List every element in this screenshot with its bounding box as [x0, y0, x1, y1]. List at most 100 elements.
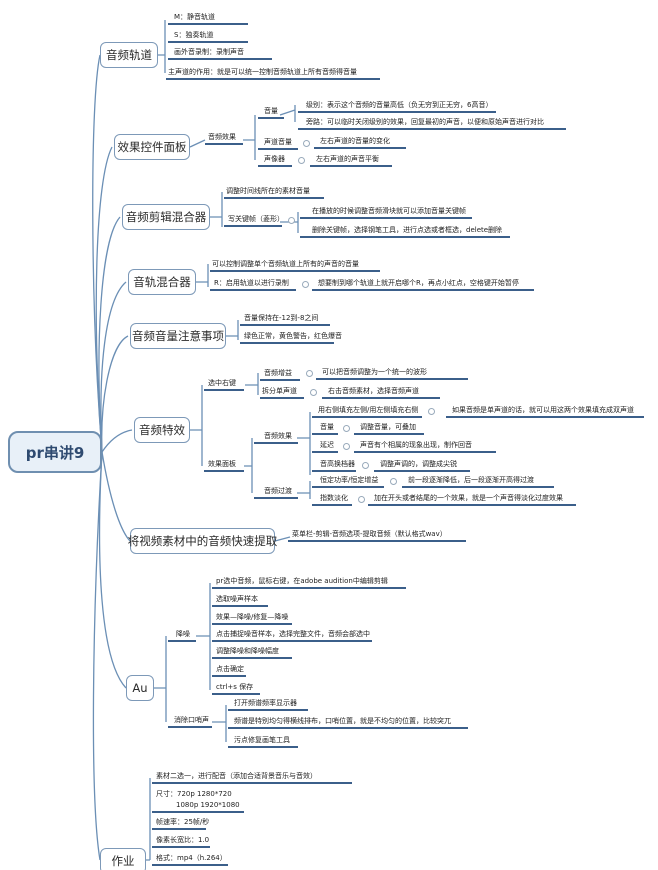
connector-dot: [362, 462, 369, 469]
underline: [298, 128, 566, 130]
underline: [312, 289, 534, 291]
denoise-item: pr选中音频，鼠标右键，在adobe audition中编辑剪辑: [216, 577, 388, 585]
underline: [168, 726, 212, 728]
branch-track-mixer[interactable]: 音轨混合器: [128, 269, 196, 295]
denoise-label: 降噪: [176, 630, 190, 638]
underline: [258, 165, 292, 167]
underline: [354, 433, 424, 435]
denoise-item: 选取噪声样本: [216, 595, 258, 603]
underline: [240, 342, 334, 344]
underline: [204, 470, 244, 472]
underline: [228, 709, 308, 711]
denoise-item: 点击捕捉噪音样本，选择完整文件，音频会部选中: [216, 630, 370, 638]
underline: [312, 433, 338, 435]
underline: [212, 693, 260, 695]
audio-track-item: 主声道的作用：就是可以统一控制音频轨道上所有音频得音量: [168, 68, 357, 76]
extract-audio-desc: 菜单栏-剪辑-音频选项-提取音频（默认格式wav）: [292, 530, 447, 538]
exp-fade-label: 指数淡化: [320, 494, 348, 502]
underline: [312, 416, 422, 418]
underline: [254, 497, 298, 499]
underline: [152, 864, 228, 866]
underline: [166, 78, 380, 80]
split-desc: 右击音频素材，选择音频声道: [328, 387, 419, 395]
denoise-item: 效果—降噪/修复—降噪: [216, 613, 289, 621]
underline: [152, 782, 352, 784]
denoise-item: 点击确定: [216, 665, 244, 673]
fill-desc: 如果音频是单声道的话，就可以用这两个效果填充成双声道: [452, 406, 634, 414]
volume-note-item: 绿色正常，黄色警告，红色爆音: [244, 332, 342, 340]
select-right-label: 选中右键: [208, 379, 236, 387]
underline: [312, 470, 356, 472]
keyframe-item: 删除关键帧，选择钢笔工具，进行点选或者框选，delete删除: [312, 226, 503, 234]
record-desc: 想要制到哪个轨道上就开启哪个R，再点小红点，空格键开始暂停: [318, 279, 519, 287]
denoise-item: ctrl+s 保存: [216, 683, 254, 691]
keyframe-label: 写关键帧（菱形）: [228, 215, 284, 223]
exp-fade-desc: 加在开头或者结尾的一个效果，就是一个声音得淡化过度效果: [374, 494, 563, 502]
branch-extract-audio[interactable]: 将视频素材中的音频快速提取: [128, 528, 277, 554]
effect-controls-sub: 音频效果: [208, 133, 236, 141]
underline: [322, 397, 440, 399]
underline: [212, 623, 292, 625]
denoise-item: 调整降噪和降噪幅度: [216, 647, 279, 655]
clip-mixer-top: 调整时间线所在的素材音量: [226, 187, 310, 195]
underline: [152, 846, 210, 848]
underline: [300, 236, 510, 238]
channel-volume-desc: 左右声道的音量的变化: [320, 137, 390, 145]
audio-track-item: M：静音轨道: [174, 13, 216, 21]
underline: [212, 657, 292, 659]
panner-label: 声像器: [264, 155, 285, 163]
branch-audio-fx[interactable]: 音频特效: [134, 417, 190, 443]
underline: [258, 117, 284, 119]
homework-item: 像素长宽比：1.0: [156, 836, 210, 844]
connector-dot: [343, 425, 350, 432]
underline: [374, 470, 470, 472]
record-label: R：启用轨道以进行录制: [214, 279, 289, 287]
gain-desc: 可以把音频调整为一个统一的波形: [322, 368, 427, 376]
gain-label: 音频增益: [264, 369, 292, 377]
underline: [228, 727, 468, 729]
connector-dot: [390, 478, 397, 485]
underline: [168, 58, 272, 60]
branch-effect-controls[interactable]: 效果控件面板: [114, 134, 190, 160]
underline: [312, 451, 338, 453]
volume-note-item: 音量保持在-12到-8之间: [244, 314, 319, 322]
root-node[interactable]: pr串讲9: [8, 431, 102, 473]
underline: [152, 811, 244, 813]
branch-homework[interactable]: 作业: [100, 848, 146, 870]
underline: [402, 486, 554, 488]
underline: [210, 270, 380, 272]
underline: [212, 587, 406, 589]
underline: [260, 397, 304, 399]
connector-dot: [343, 443, 350, 450]
underline: [300, 217, 472, 219]
connector-dot: [288, 217, 295, 224]
underline: [210, 289, 296, 291]
underline: [258, 148, 298, 150]
branch-au[interactable]: Au: [126, 675, 154, 701]
underline: [205, 143, 243, 145]
branch-volume-notes[interactable]: 音频音量注意事项: [130, 323, 226, 349]
underline: [168, 23, 248, 25]
branch-clip-mixer[interactable]: 音频剪辑混合器: [122, 204, 210, 230]
connector-dot: [302, 281, 309, 288]
underline: [204, 389, 244, 391]
volume-label: 音量: [264, 107, 278, 115]
pitch-desc: 调整声调的，调整成尖锐: [380, 460, 457, 468]
underline: [310, 165, 392, 167]
homework-item: 1080p 1920*1080: [176, 801, 240, 809]
declick-item: 打开频谱频率显示器: [234, 699, 297, 707]
effects-panel-label: 效果面板: [208, 460, 236, 468]
homework-item: 格式：mp4（h.264）: [156, 854, 227, 862]
echo-desc: 声音有个相属的现象出现，制作回音: [360, 441, 472, 449]
underline: [254, 442, 298, 444]
branch-audio-track[interactable]: 音频轨道: [100, 42, 158, 68]
pitch-label: 音高换档器: [320, 460, 355, 468]
connector-dot: [358, 496, 365, 503]
constant-label: 恒定功率/恒定增益: [320, 476, 379, 484]
volume-item: 旁路：可以临时关闭级别的效果，回复最初的声音，以便和原始声音进行对比: [306, 118, 544, 126]
homework-item: 帧速率：25帧/秒: [156, 818, 210, 826]
underline: [168, 41, 248, 43]
connector-dot: [310, 389, 317, 396]
